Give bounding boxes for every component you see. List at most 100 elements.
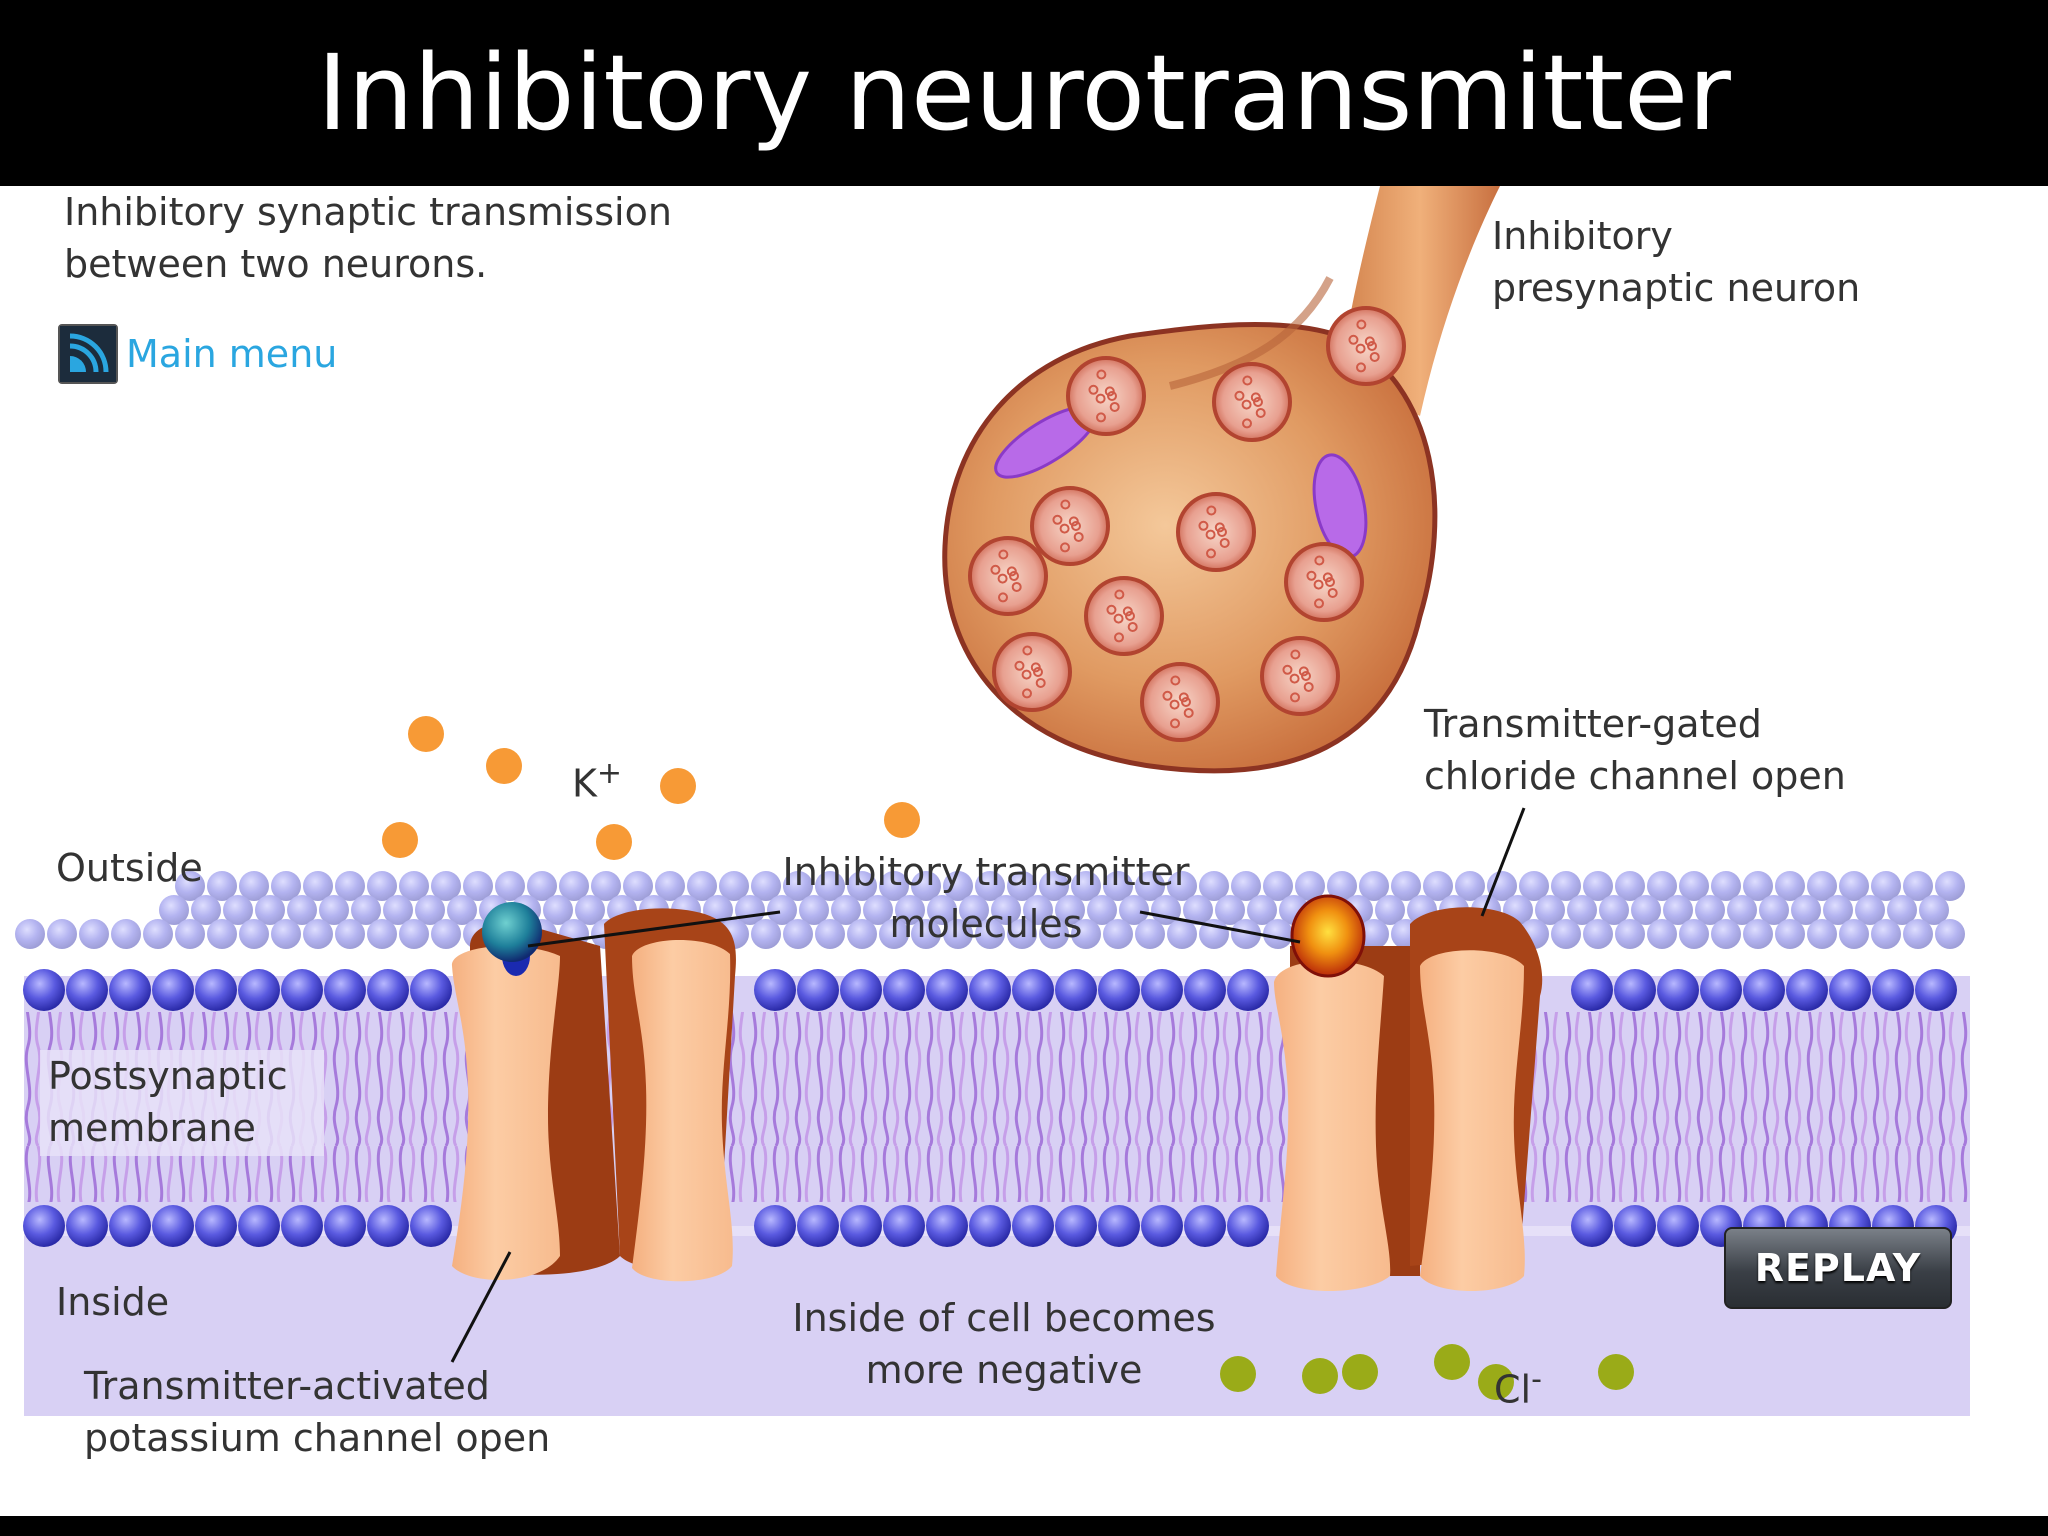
lipid-head <box>143 919 173 949</box>
lipid-head <box>1359 919 1389 949</box>
lipid-head <box>879 919 909 949</box>
lipid-head <box>991 895 1021 925</box>
lipid-head <box>831 895 861 925</box>
lipid-head <box>1098 969 1140 1011</box>
lipid-head <box>847 871 877 901</box>
lipid-head <box>175 919 205 949</box>
lipid-head <box>1807 871 1837 901</box>
lipid-head <box>1184 1205 1226 1247</box>
main-menu-label[interactable]: Main menu <box>126 332 338 376</box>
lipid-head <box>879 871 909 901</box>
lipid-head <box>383 895 413 925</box>
lipid-head <box>799 895 829 925</box>
lipid-head <box>1551 919 1581 949</box>
lipid-head <box>239 871 269 901</box>
lipid-head <box>1087 895 1117 925</box>
page-title: Inhibitory neurotransmitter <box>317 32 1731 154</box>
lipid-head <box>543 895 573 925</box>
vesicle <box>968 536 1048 616</box>
vesicle <box>1066 356 1146 436</box>
lipid-head <box>591 871 621 901</box>
vesicle-granule <box>1073 531 1084 542</box>
lipid-head <box>975 919 1005 949</box>
lipid-head <box>281 969 323 1011</box>
chloride-ion <box>1220 1356 1256 1392</box>
lipid-head <box>797 969 839 1011</box>
vesicle-granule <box>1290 692 1301 703</box>
potassium-ion-charge: + <box>596 756 623 791</box>
lipid-head <box>969 969 1011 1011</box>
lipid-head <box>111 919 141 949</box>
lipid-head <box>399 871 429 901</box>
lipid-head <box>152 969 194 1011</box>
vesicle <box>1030 486 1110 566</box>
chloride-ion <box>1302 1358 1338 1394</box>
vesicle-granule <box>1022 645 1033 656</box>
vesicle <box>1260 636 1340 716</box>
lipid-head <box>271 871 301 901</box>
lipid-head <box>1872 969 1914 1011</box>
lipid-head <box>191 895 221 925</box>
vesicle-granule <box>1364 336 1375 347</box>
lipid-head <box>1786 969 1828 1011</box>
lipid-head <box>559 871 589 901</box>
lipid-head <box>1743 969 1785 1011</box>
lipid-head <box>1614 969 1656 1011</box>
inside-label: Inside <box>56 1280 170 1324</box>
vesicle-granule <box>1205 529 1216 540</box>
vesicle-granule <box>1290 649 1301 660</box>
vesicle-granule <box>1104 386 1115 397</box>
lipid-head <box>1700 969 1742 1011</box>
lipid-head <box>1231 919 1261 949</box>
lipid-head <box>927 895 957 925</box>
lipid-head <box>195 1205 237 1247</box>
lipid-head <box>1743 919 1773 949</box>
lipid-head <box>410 1205 452 1247</box>
lipid-head <box>1679 919 1709 949</box>
lipid-head <box>1631 895 1661 925</box>
vesicle-granule <box>1006 566 1017 577</box>
vesicle-granule <box>1314 598 1325 609</box>
lipid-head <box>575 895 605 925</box>
lipid-head <box>1375 895 1405 925</box>
main-menu-link[interactable]: Main menu <box>58 324 337 384</box>
vesicle-granule <box>1014 660 1025 671</box>
vesicle-granule <box>1022 688 1033 699</box>
lipid-head <box>1775 871 1805 901</box>
lipid-head <box>943 919 973 949</box>
lipid-head <box>1855 895 1885 925</box>
lipid-head <box>195 969 237 1011</box>
vesicle-granule <box>1242 418 1253 429</box>
lipid-head <box>223 895 253 925</box>
lipid-head <box>335 871 365 901</box>
lipid-head <box>1583 919 1613 949</box>
lipid-head <box>1679 871 1709 901</box>
lipid-head <box>1903 919 1933 949</box>
lipid-head <box>1571 969 1613 1011</box>
vesicle <box>1140 662 1220 742</box>
lipid-head <box>23 1205 65 1247</box>
lipid-head <box>1263 919 1293 949</box>
lipid-head <box>415 895 445 925</box>
potassium-ion <box>408 716 444 752</box>
vesicle-granule <box>1096 369 1107 380</box>
lipid-head <box>655 871 685 901</box>
lipid-head <box>1695 895 1725 925</box>
lipid-head <box>1423 871 1453 901</box>
vesicle-granule <box>1114 632 1125 643</box>
description-line-2: between two neurons. <box>64 242 488 286</box>
potassium-ions <box>382 716 920 860</box>
vesicle-granule <box>1169 699 1180 710</box>
lipid-head <box>959 895 989 925</box>
vesicle-granule <box>1178 692 1189 703</box>
vesicle-granule <box>1060 499 1071 510</box>
lipid-head <box>303 919 333 949</box>
lipid-head <box>1263 871 1293 901</box>
chloride-ion-symbol: Cl <box>1494 1367 1532 1412</box>
replay-button[interactable]: REPLAY <box>1724 1227 1952 1309</box>
lipid-head <box>1023 895 1053 925</box>
lipid-head <box>79 919 109 949</box>
lipid-head <box>719 871 749 901</box>
vesicle-granule <box>1122 606 1133 617</box>
lipid-head <box>1935 919 1965 949</box>
